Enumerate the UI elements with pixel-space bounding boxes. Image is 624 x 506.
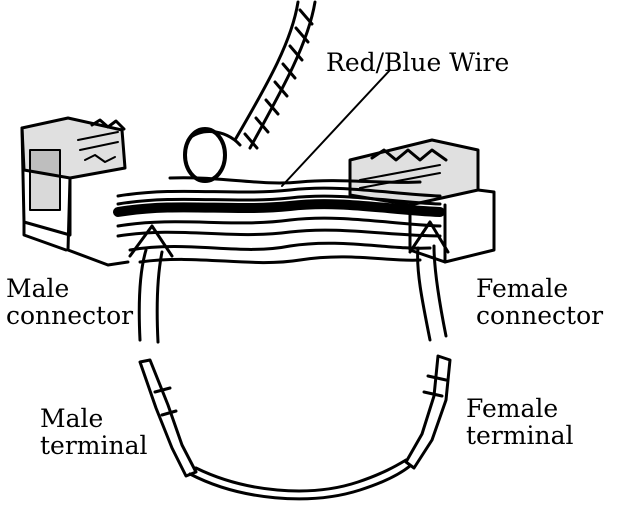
female-connector-body [348,138,496,264]
male-connector-label-line1: Male [6,274,70,303]
male-terminal [138,358,198,478]
male-connector-label-line2: connector [6,301,134,330]
female-connector-label-line2: connector [476,301,604,330]
jumper-wire [188,458,412,501]
female-terminal [404,354,452,470]
wire-pointer-line [281,69,391,187]
twisted-wire-bundle [183,0,317,183]
male-terminal-label: Male terminal [40,405,148,459]
male-terminal-label-line1: Male [40,404,104,433]
male-connector-body [20,116,130,267]
female-connector-label-line1: Female [476,274,569,303]
female-terminal-label: Female terminal [466,395,574,449]
male-connector-arrow [128,224,174,344]
female-terminal-label-line2: terminal [466,421,574,450]
female-connector-arrow [408,220,450,342]
male-connector-label: Male connector [6,275,133,329]
wire-harness [113,176,445,265]
wire-label: Red/Blue Wire [326,48,510,77]
female-connector-label: Female connector [476,275,603,329]
female-terminal-label-line1: Female [466,394,559,423]
male-terminal-label-line2: terminal [40,431,148,460]
